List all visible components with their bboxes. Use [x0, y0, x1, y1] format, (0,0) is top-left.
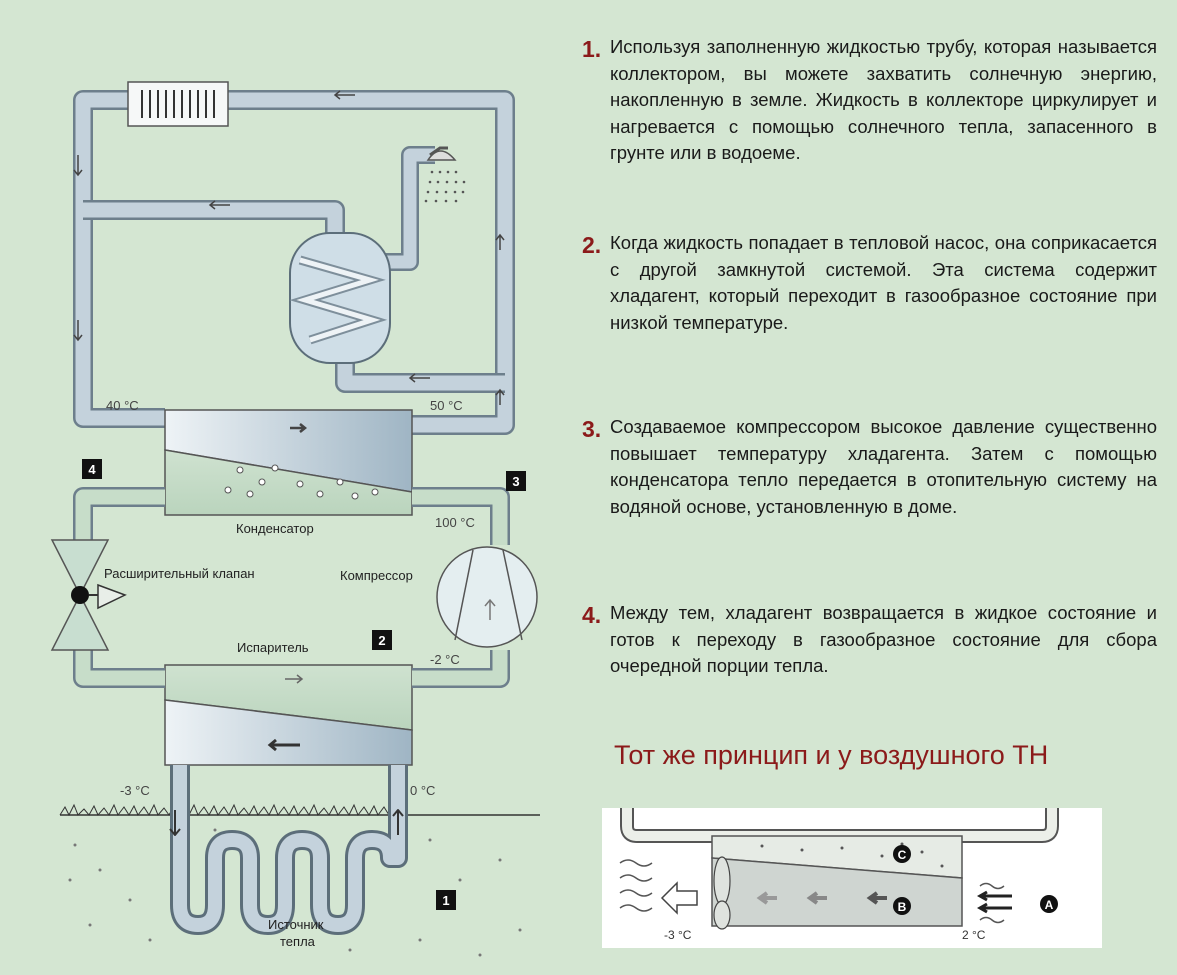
expansion-valve: [50, 539, 127, 651]
temp-50-label: 50 °C: [430, 398, 463, 413]
step-text: Создаваемое компрессором высокое давлени…: [610, 416, 1157, 517]
heat-source-label-line1: Источник: [268, 917, 324, 932]
step-number: 4.: [582, 602, 602, 628]
step-3: 3. Создаваемое компрессором высокое давл…: [582, 414, 1157, 520]
step-number: 1.: [582, 36, 602, 62]
step-1: 1. Используя заполненную жидкостью трубу…: [582, 34, 1157, 167]
temp-40-label: 40 °C: [106, 398, 139, 413]
svg-text:4: 4: [88, 462, 96, 477]
heat-source-label-line2: тепла: [280, 934, 316, 949]
shower-icon: [424, 146, 466, 203]
air-temp-right: 2 °C: [962, 928, 986, 942]
heat-pump-diagram: 40 °C 50 °C Конденсатор 100 °C Расширите…: [50, 81, 540, 957]
badge-1: 1: [436, 890, 456, 910]
expansion-valve-label: Расширительный клапан: [104, 566, 255, 581]
temp-100-label: 100 °C: [435, 515, 475, 530]
ground-collector-coil: [169, 765, 408, 935]
marker-b: B: [898, 900, 907, 914]
evaporator: [164, 664, 413, 766]
step-2: 2. Когда жидкость попадает в тепловой на…: [582, 230, 1157, 336]
step-text: Между тем, хладагент возвращается в жидк…: [610, 602, 1157, 676]
heating-pipes: [73, 90, 515, 435]
hot-water-tank: [289, 232, 391, 364]
step-number: 3.: [582, 416, 602, 442]
compressor: [436, 546, 538, 648]
temp-0-label: 0 °C: [410, 783, 435, 798]
step-4: 4. Между тем, хладагент возвращается в ж…: [582, 600, 1157, 680]
marker-a: A: [1045, 898, 1054, 912]
flow-arrows: [73, 90, 505, 405]
condenser: [164, 409, 413, 516]
air-heat-pump-heading: Тот же принцип и у воздушного ТН: [614, 740, 1049, 770]
svg-text:2: 2: [378, 633, 385, 648]
compressor-label: Компрессор: [340, 568, 413, 583]
step-text: Используя заполненную жидкостью трубу, к…: [610, 36, 1157, 163]
marker-c: C: [898, 848, 907, 862]
refrigerant-pipes: [73, 487, 510, 688]
svg-text:3: 3: [512, 474, 519, 489]
ground: [59, 803, 540, 957]
badge-2: 2: [372, 630, 392, 650]
step-text: Когда жидкость попадает в тепловой насос…: [610, 232, 1157, 333]
temp-minus3-label: -3 °C: [120, 783, 150, 798]
condenser-label: Конденсатор: [236, 521, 314, 536]
badge-3: 3: [506, 471, 526, 491]
temp-minus2-label: -2 °C: [430, 652, 460, 667]
air-temp-left: -3 °C: [664, 928, 692, 942]
air-heat-pump-diagram: B C A -3 °C 2 °C: [602, 808, 1102, 948]
svg-text:1: 1: [442, 893, 449, 908]
radiator: [127, 81, 229, 127]
step-number: 2.: [582, 232, 602, 258]
badge-4: 4: [82, 459, 102, 479]
evaporator-label: Испаритель: [237, 640, 309, 655]
